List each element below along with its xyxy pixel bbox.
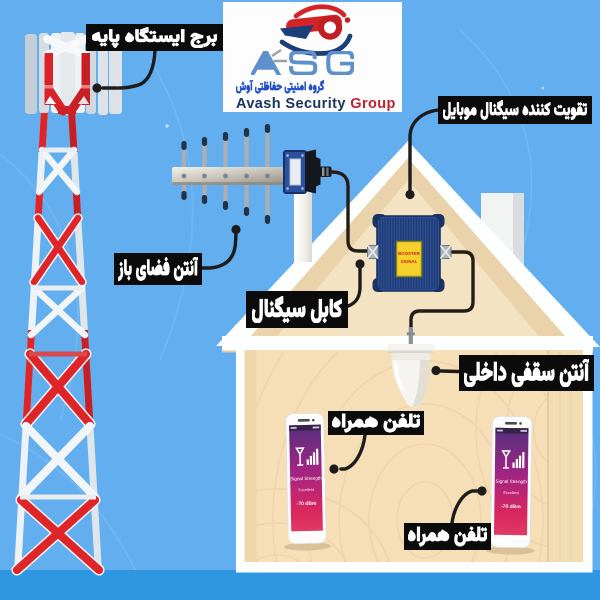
svg-text:-70 dBm: -70 dBm bbox=[501, 504, 521, 510]
svg-text:Excellent: Excellent bbox=[503, 491, 519, 495]
svg-text:Signal Strength: Signal Strength bbox=[496, 479, 528, 484]
svg-text:-70 dBm: -70 dBm bbox=[297, 501, 317, 507]
svg-text:BOOSTER: BOOSTER bbox=[398, 251, 421, 256]
svg-text:SIGNAL: SIGNAL bbox=[401, 259, 418, 264]
svg-text:Signal Strength: Signal Strength bbox=[290, 476, 322, 482]
svg-text:Excellent: Excellent bbox=[298, 488, 314, 492]
svg-text:Avash Security Group: Avash Security Group bbox=[236, 96, 396, 112]
